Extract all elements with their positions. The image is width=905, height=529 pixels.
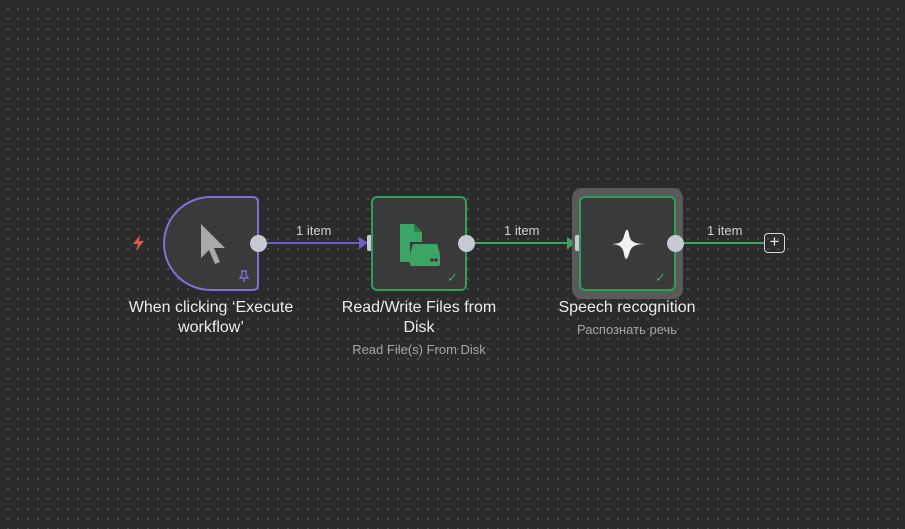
edge-label-item-count: 1 item [296, 223, 332, 238]
edge-arrow-icon [359, 237, 368, 249]
output-handle[interactable] [667, 235, 684, 252]
node-title: When clicking ‘Execute [128, 299, 294, 316]
node-title: workflow’ [178, 319, 244, 336]
node-speech-recognition[interactable]: ✓ [579, 196, 676, 291]
check-icon: ✓ [447, 270, 458, 285]
output-handle[interactable] [458, 235, 475, 252]
node-manual-trigger[interactable] [163, 196, 259, 291]
cursor-icon [201, 224, 225, 264]
edge-label-item-count: 1 item [707, 223, 743, 238]
check-icon: ✓ [655, 270, 666, 285]
edge-arrow-icon [567, 237, 576, 249]
node-subtitle: Read File(s) From Disk [352, 342, 486, 357]
node-title: Read/Write Files from [341, 299, 497, 316]
add-node-button[interactable]: + [764, 233, 785, 253]
waveform-icon [609, 229, 647, 259]
pin-icon [238, 270, 250, 282]
lightning-icon [133, 235, 144, 251]
output-handle[interactable] [250, 235, 267, 252]
file-disk-icon [400, 224, 440, 266]
node-subtitle: Распознать речь [576, 322, 678, 337]
node-read-write-files[interactable]: ✓ [371, 196, 467, 291]
edge-label-item-count: 1 item [504, 223, 540, 238]
node-title: Speech recognition [558, 299, 696, 316]
node-title: Disk [403, 319, 435, 336]
